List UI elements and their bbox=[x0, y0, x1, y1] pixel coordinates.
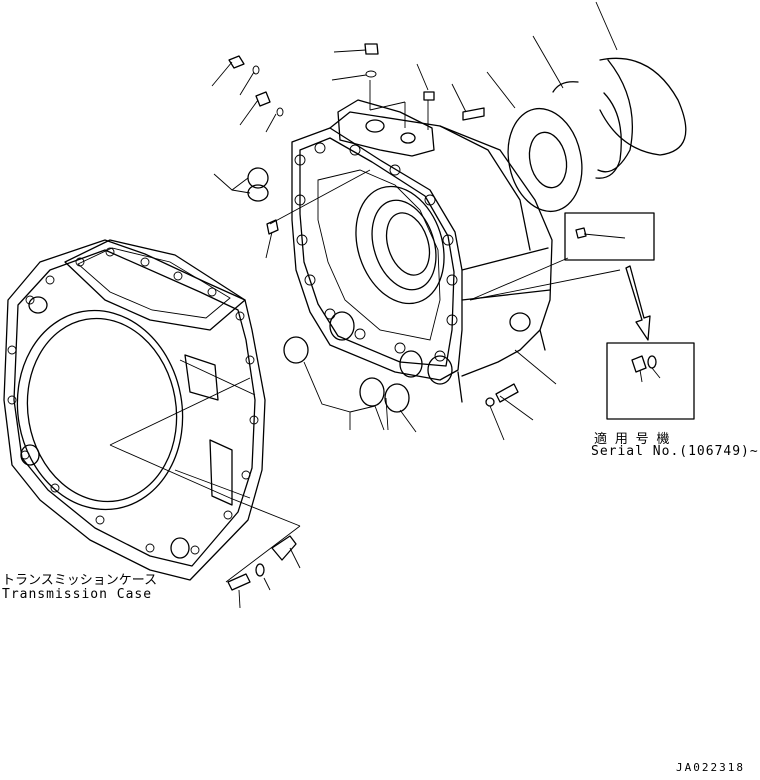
leader-lines bbox=[109, 1, 661, 609]
transmission-case-label-jp: トランスミッションケース bbox=[2, 573, 158, 588]
applicable-serial-label-jp: 適 用 号 機 bbox=[594, 432, 670, 447]
drawing-number: JA022318 bbox=[676, 761, 745, 774]
transmission-case bbox=[3, 239, 266, 581]
main-housing bbox=[291, 99, 553, 403]
transmission-case-label-en: Transmission Case bbox=[2, 587, 153, 602]
small-parts bbox=[227, 43, 657, 591]
serial-number-label: Serial No.(106749)~ bbox=[591, 444, 759, 459]
callout-boxes bbox=[564, 212, 695, 420]
rings-and-shim bbox=[507, 57, 687, 213]
